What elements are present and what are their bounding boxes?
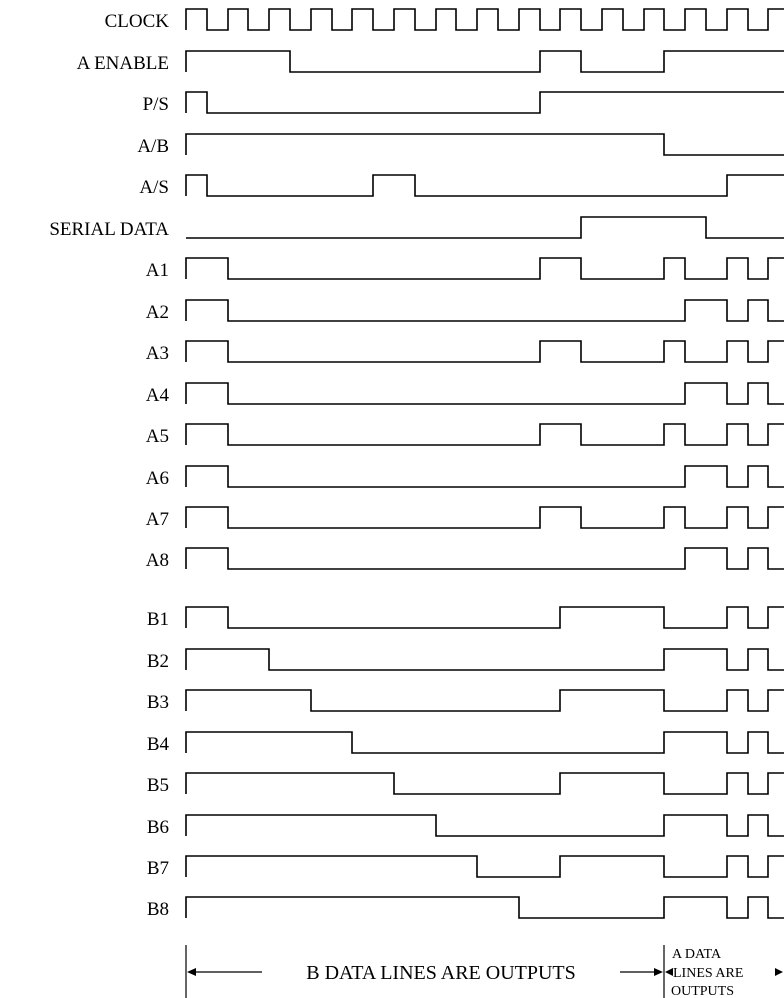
signal-label-a2: A2 bbox=[146, 302, 169, 323]
signal-label-a3: A3 bbox=[146, 343, 169, 364]
waveform-b7 bbox=[185, 855, 784, 878]
signal-label-a8: A8 bbox=[146, 550, 169, 571]
b-outputs-left-arrowhead bbox=[187, 968, 196, 976]
signal-label-b4: B4 bbox=[147, 734, 170, 755]
signal-label-a5: A5 bbox=[146, 426, 169, 447]
signal-label-a-b: A/B bbox=[137, 136, 169, 157]
waveform-b3 bbox=[185, 689, 784, 712]
b-outputs-label: B DATA LINES ARE OUTPUTS bbox=[306, 962, 576, 984]
b-outputs-right-arrowhead bbox=[654, 968, 663, 976]
signal-label-a4: A4 bbox=[146, 385, 170, 406]
output-phase-annotations: B DATA LINES ARE OUTPUTS A DATA LINES AR… bbox=[185, 945, 783, 998]
signal-label-b8: B8 bbox=[147, 899, 169, 920]
signal-label-b7: B7 bbox=[147, 858, 169, 879]
waveform-a-enable bbox=[185, 50, 784, 73]
a-outputs-label-line2: LINES ARE bbox=[673, 966, 743, 981]
signal-label-clock: CLOCK bbox=[105, 11, 170, 32]
signal-label-a7: A7 bbox=[146, 509, 169, 530]
signal-label-serial-data: SERIAL DATA bbox=[49, 219, 169, 240]
signal-waveforms bbox=[185, 8, 784, 919]
signal-label-b6: B6 bbox=[147, 817, 169, 838]
waveform-serial-data bbox=[186, 216, 784, 239]
waveform-a8 bbox=[185, 547, 784, 570]
signal-label-b2: B2 bbox=[147, 651, 169, 672]
signal-label-a1: A1 bbox=[146, 260, 169, 281]
waveform-a6 bbox=[185, 465, 784, 488]
a-outputs-left-arrowhead bbox=[665, 968, 673, 976]
waveform-a3 bbox=[185, 340, 784, 363]
waveform-a-s bbox=[185, 174, 784, 197]
waveform-a4 bbox=[185, 382, 784, 405]
signal-label-a-enable: A ENABLE bbox=[77, 53, 169, 74]
waveform-a2 bbox=[185, 299, 784, 322]
a-outputs-right-arrowhead bbox=[775, 968, 783, 976]
waveform-a7 bbox=[185, 506, 784, 529]
waveform-b5 bbox=[185, 772, 784, 795]
signal-label-a-s: A/S bbox=[139, 177, 169, 198]
waveform-p-s bbox=[185, 91, 784, 114]
signal-label-b1: B1 bbox=[147, 609, 169, 630]
waveform-a5 bbox=[185, 423, 784, 446]
waveform-b1 bbox=[185, 606, 784, 629]
signal-label-a6: A6 bbox=[146, 468, 169, 489]
waveform-a1 bbox=[185, 257, 784, 280]
waveform-b8 bbox=[185, 896, 784, 919]
signal-label-b3: B3 bbox=[147, 692, 169, 713]
waveform-clock bbox=[185, 8, 784, 31]
waveform-a-b bbox=[185, 133, 784, 156]
signal-label-b5: B5 bbox=[147, 775, 169, 796]
a-outputs-label-line1: A DATA bbox=[672, 947, 722, 962]
signal-label-p-s: P/S bbox=[143, 94, 169, 115]
a-outputs-label-line3: OUTPUTS bbox=[671, 984, 734, 998]
signal-labels: CLOCK A ENABLE P/S A/B A/S SERIAL DATA A1A2A3A… bbox=[49, 11, 169, 920]
waveform-b4 bbox=[185, 731, 784, 754]
waveform-b6 bbox=[185, 814, 784, 837]
waveform-b2 bbox=[185, 648, 784, 671]
